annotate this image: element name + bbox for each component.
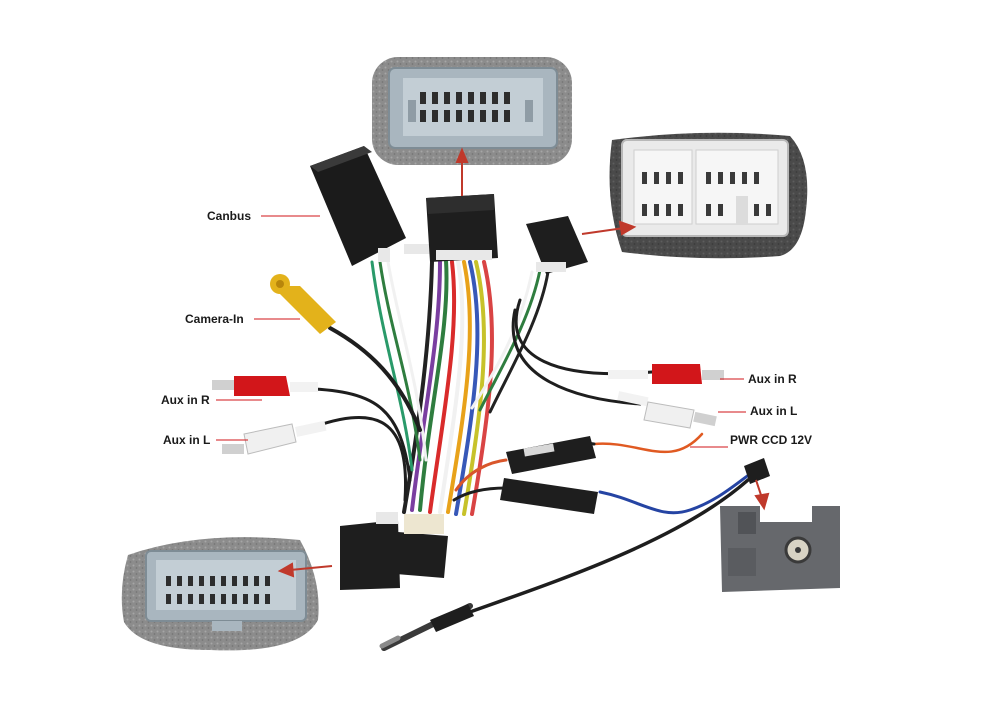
antenna-socket-lead [744,458,770,484]
bottom-left-connector-photo [121,537,319,651]
harness-connector-top [426,194,498,262]
camera-rca-yellow [270,274,336,334]
label-camera-in: Camera-In [185,312,244,326]
antenna-connector-photo [720,506,840,592]
label-aux-in-l-left: Aux in L [163,433,211,447]
canbus-box [310,146,430,266]
label-canbus: Canbus [207,209,252,223]
aux-right-l-rca-white [617,391,717,429]
pointer-arrows [277,147,770,578]
label-pwr-ccd-12v: PWR CCD 12V [730,433,813,447]
top-connector-photo [372,57,572,165]
aux-right-r-rca-red [608,364,724,384]
label-aux-in-l-right: Aux in L [750,404,798,418]
harness-connector-bottom [396,514,448,578]
aux-left-l-rca-white [222,420,327,455]
leader-lines [216,215,746,448]
harness-connector-right [526,216,588,274]
wire-bundle [290,258,758,614]
label-aux-in-r-right: Aux in R [748,372,797,386]
fuse-holder-bottom [500,478,598,514]
label-aux-in-r-left: Aux in R [161,393,210,407]
fuse-holder-top [506,436,596,474]
antenna-plug [379,603,474,651]
right-top-connector-photo [609,132,808,259]
harness-connector-bottom-left [340,512,400,590]
aux-left-r-rca-red [212,376,318,396]
